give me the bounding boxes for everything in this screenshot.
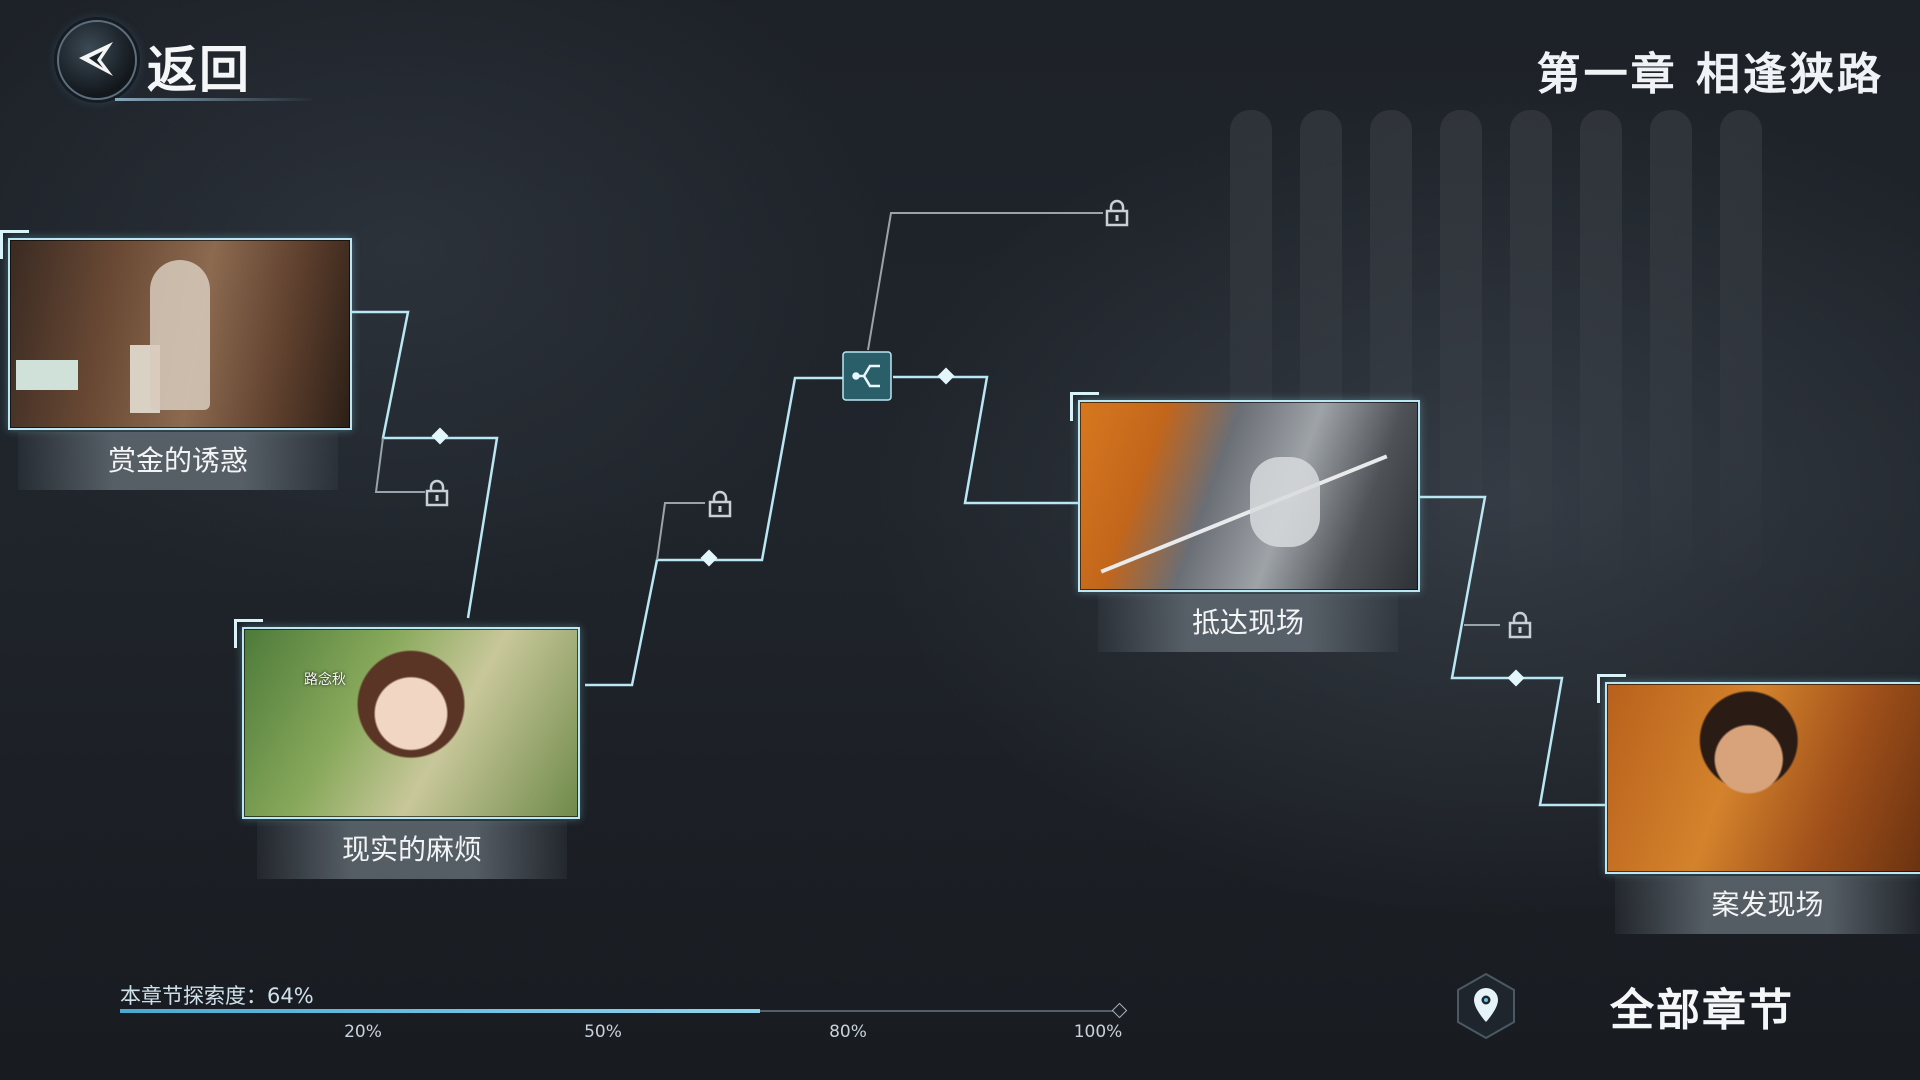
node-2-caption-name: 路念秋 [304, 672, 346, 688]
all-chapters-label: 全部章节 [1610, 985, 1794, 1036]
path-diamond-3 [937, 367, 955, 385]
progress-tick-100: 100% [1073, 1022, 1123, 1042]
lock-icon [707, 490, 733, 518]
progress-label: 本章节探索度：64% [120, 984, 314, 1008]
back-button[interactable]: 返回 [55, 18, 315, 104]
progress-fill [120, 1009, 760, 1013]
story-node-3[interactable]: 抵达现场 [1070, 392, 1423, 652]
path-node2-to-branch [585, 376, 843, 687]
path-branch-to-node3 [893, 375, 1080, 505]
node-3-title: 抵达现场 [1098, 594, 1398, 652]
locked-branch-3 [867, 212, 1103, 351]
path-diamond-1 [431, 427, 449, 445]
node-2-thumbnail: 路念秋 [242, 627, 580, 819]
node-1-thumbnail [8, 238, 352, 430]
node-4-title: 案发现场 [1615, 876, 1920, 934]
progress-tick-80: 80% [829, 1022, 867, 1042]
path-diamond-4 [1507, 669, 1525, 687]
location-pin-icon [1450, 970, 1522, 1042]
lock-icon [1104, 199, 1130, 227]
path-node3-to-node4 [1420, 495, 1605, 807]
back-label: 返回 [147, 40, 251, 99]
node-4-thumbnail [1605, 682, 1920, 874]
chapter-title: 第一章 相逢狭路 [1536, 49, 1884, 100]
path-diamond-2 [700, 549, 718, 567]
progress-end-diamond [1111, 1002, 1128, 1019]
chapter-progress: 本章节探索度：64% 20% 50% 80% 100% [120, 980, 1130, 1050]
all-chapters-button[interactable]: 全部章节 [1450, 970, 1850, 1050]
story-node-4[interactable]: 案发现场 [1597, 674, 1920, 934]
story-node-1[interactable]: 赏金的诱惑 [0, 230, 353, 490]
progress-tick-20: 20% [344, 1022, 382, 1042]
lock-icon [424, 479, 450, 507]
back-arrow-icon [57, 20, 137, 100]
branch-icon [842, 351, 892, 401]
node-1-title: 赏金的诱惑 [18, 432, 338, 490]
lock-icon [1507, 611, 1533, 639]
progress-tick-50: 50% [584, 1022, 622, 1042]
back-underline [115, 98, 315, 101]
path-node1-to-node2 [350, 310, 499, 619]
node-2-title: 现实的麻烦 [257, 821, 567, 879]
node-3-thumbnail [1078, 400, 1420, 592]
locked-branch-1 [374, 437, 425, 493]
locked-branch-2 [656, 502, 705, 561]
story-node-2[interactable]: 路念秋 现实的麻烦 [234, 619, 582, 879]
